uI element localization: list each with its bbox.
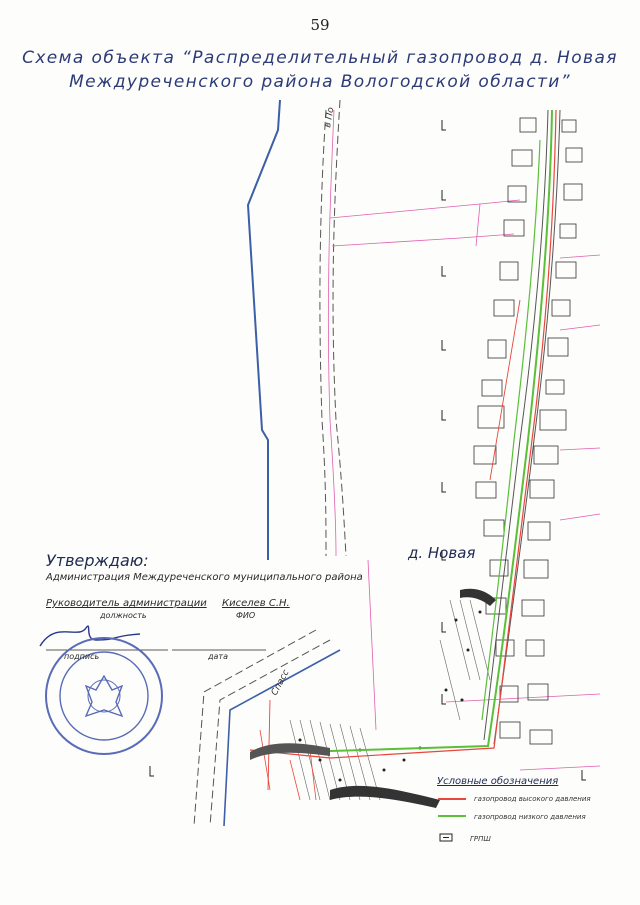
official-seal-icon [45,637,163,755]
low-pressure-pipe [299,109,553,753]
legend-title: Условные обозначения [437,776,559,787]
approval-role: Руководитель администрации [46,598,207,609]
map-title-line-1: Схема объекта “Распределительный газопро… [22,48,618,68]
boundary-line [246,99,281,560]
survey-marks [149,120,586,781]
approval-name: Киселев С.Н. [222,598,290,609]
approval-signature-caption: подпись [64,652,100,661]
road-bottom [209,639,331,827]
approval-date-caption: дата [208,652,228,661]
approval-heading: Утверждаю: [46,551,149,570]
road-label-bottom: Спасс [270,668,292,697]
legend-item-high-pressure: газопровод высокого давления [474,795,591,803]
terrain-strip [330,785,440,808]
legend-item-low-pressure: газопровод низкого давления [474,813,586,821]
page-number: 59 [310,16,330,34]
signature-stroke [39,625,141,647]
road-top [319,109,327,557]
village-label: д. Новая [408,544,476,562]
parcel-line [329,199,521,219]
hatched-zone [289,599,491,801]
high-pressure-pipe [249,109,557,759]
legend-item-grpsh: ГРПШ [470,835,491,843]
approval-administration: Администрация Междуреченского муниципаль… [46,572,363,583]
approval-name-caption: ФИО [236,611,256,620]
road-label-top: в По [323,106,336,128]
grpsh-box-icon [439,833,453,842]
map-title-line-2: Междуреченского района Вологодской облас… [69,72,571,92]
house-blocks [473,117,583,745]
approval-role-caption: должность [100,611,147,620]
